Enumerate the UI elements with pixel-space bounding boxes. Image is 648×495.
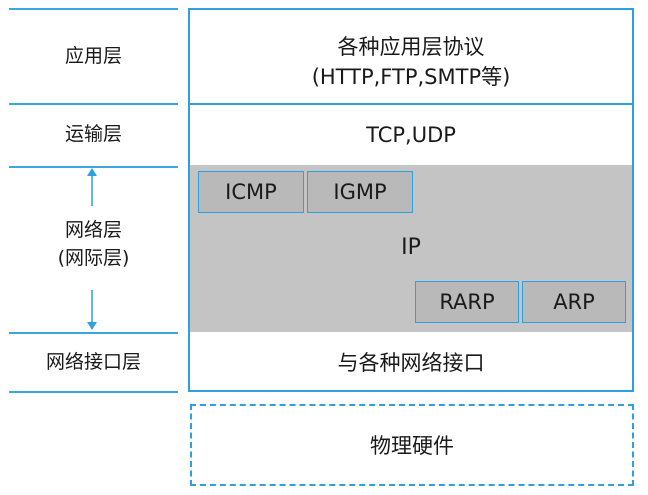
left-rule-transport-network bbox=[9, 166, 178, 168]
left-rule-top bbox=[9, 8, 178, 10]
protocol-box-icmp: ICMP bbox=[198, 171, 304, 213]
layer-label-link: 网络接口层 bbox=[45, 351, 141, 373]
layer-label-network-line2: (网际层) bbox=[57, 247, 130, 269]
left-rule-network-link bbox=[9, 332, 178, 334]
application-layer-content: 各种应用层协议 (HTTP,FTP,SMTP等) bbox=[190, 28, 632, 96]
link-layer-content: 与各种网络接口 bbox=[337, 350, 485, 375]
transport-layer-content: TCP,UDP bbox=[366, 123, 456, 147]
down-arrow-icon bbox=[87, 290, 97, 330]
layer-label-application: 应用层 bbox=[64, 45, 122, 67]
left-rule-app-transport bbox=[9, 103, 178, 105]
left-rule-bottom bbox=[9, 391, 178, 393]
protocol-box-rarp: RARP bbox=[415, 281, 519, 323]
network-core-ip: IP bbox=[401, 234, 421, 260]
layer-label-transport: 运输层 bbox=[64, 123, 122, 145]
protocol-stack-frame bbox=[188, 8, 634, 392]
separator-app-transport bbox=[190, 103, 632, 105]
protocol-box-igmp: IGMP bbox=[307, 171, 413, 213]
layer-label-network: 网络层 (网际层) bbox=[9, 216, 178, 272]
physical-hardware-box: 物理硬件 bbox=[190, 404, 634, 486]
layer-label-network-line1: 网络层 bbox=[64, 219, 122, 241]
application-protocols-title: 各种应用层协议 bbox=[337, 35, 485, 59]
application-protocols-examples: (HTTP,FTP,SMTP等) bbox=[311, 65, 511, 89]
up-arrow-icon bbox=[87, 168, 97, 206]
protocol-box-arp: ARP bbox=[522, 281, 626, 323]
physical-hardware-label: 物理硬件 bbox=[370, 434, 454, 458]
